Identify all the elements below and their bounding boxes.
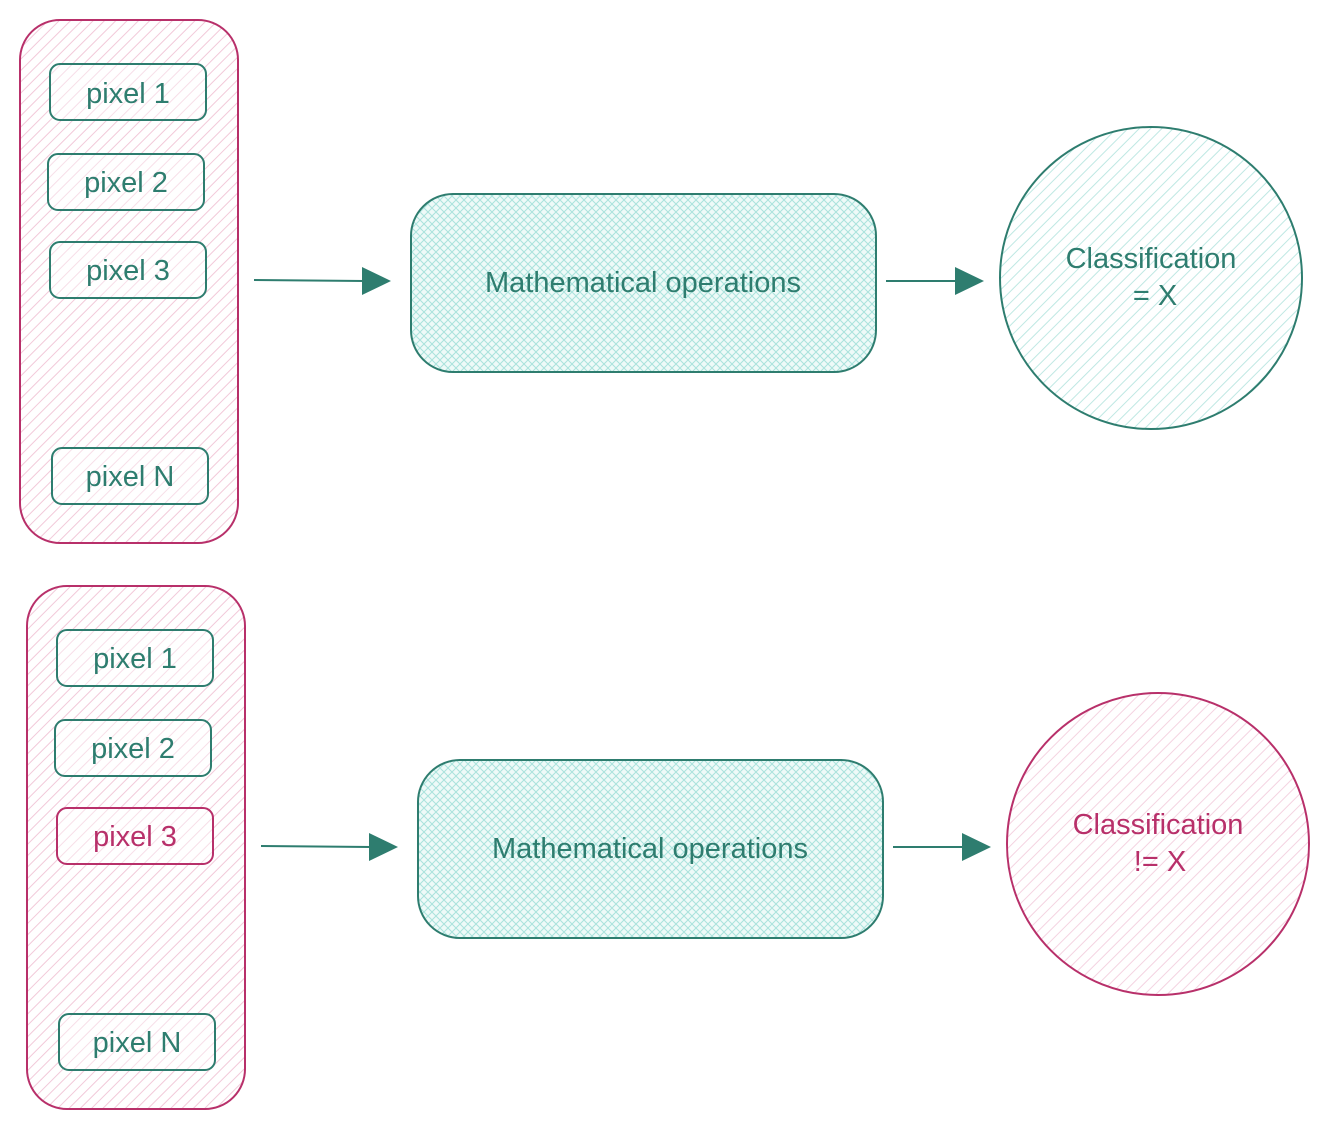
operations-box: Mathematical operations [410, 193, 877, 373]
pixel-label: pixel 2 [91, 733, 175, 765]
classification-result: != X [1134, 846, 1186, 878]
diagram-top: pixel 1 pixel 2 pixel 3 pixel N Mathemat… [19, 19, 1303, 544]
arrow-icon [253, 267, 391, 295]
pixel-label: pixel 3 [86, 255, 170, 287]
pixel-label: pixel N [86, 461, 175, 493]
pixel-box: pixel N [58, 1013, 216, 1071]
arrow-icon [260, 833, 398, 861]
pixel-label: pixel 2 [84, 167, 168, 199]
pixel-label: pixel 3 [93, 821, 177, 853]
pixel-box: pixel 1 [49, 63, 207, 121]
arrow-icon [886, 267, 984, 295]
classification-result: = X [1133, 280, 1177, 312]
input-container [19, 19, 239, 544]
pixel-label: pixel 1 [86, 78, 170, 110]
classification-label: Classification [1073, 809, 1244, 841]
classification-circle: Classification = X [999, 126, 1303, 430]
operations-label: Mathematical operations [492, 833, 808, 865]
diagram-bottom: pixel 1 pixel 2 pixel 3 pixel N Mathemat… [26, 585, 1310, 1110]
classification-label: Classification [1066, 243, 1237, 275]
pixel-box: pixel 2 [54, 719, 212, 777]
operations-box: Mathematical operations [417, 759, 884, 939]
pixel-label: pixel N [93, 1027, 182, 1059]
pixel-box-highlighted: pixel 3 [56, 807, 214, 865]
pixel-box: pixel N [51, 447, 209, 505]
pixel-box: pixel 3 [49, 241, 207, 299]
pixel-box: pixel 2 [47, 153, 205, 211]
classification-circle: Classification != X [1006, 692, 1310, 996]
pixel-box: pixel 1 [56, 629, 214, 687]
operations-label: Mathematical operations [485, 267, 801, 299]
arrow-icon [893, 833, 991, 861]
input-container [26, 585, 246, 1110]
pixel-label: pixel 1 [93, 643, 177, 675]
